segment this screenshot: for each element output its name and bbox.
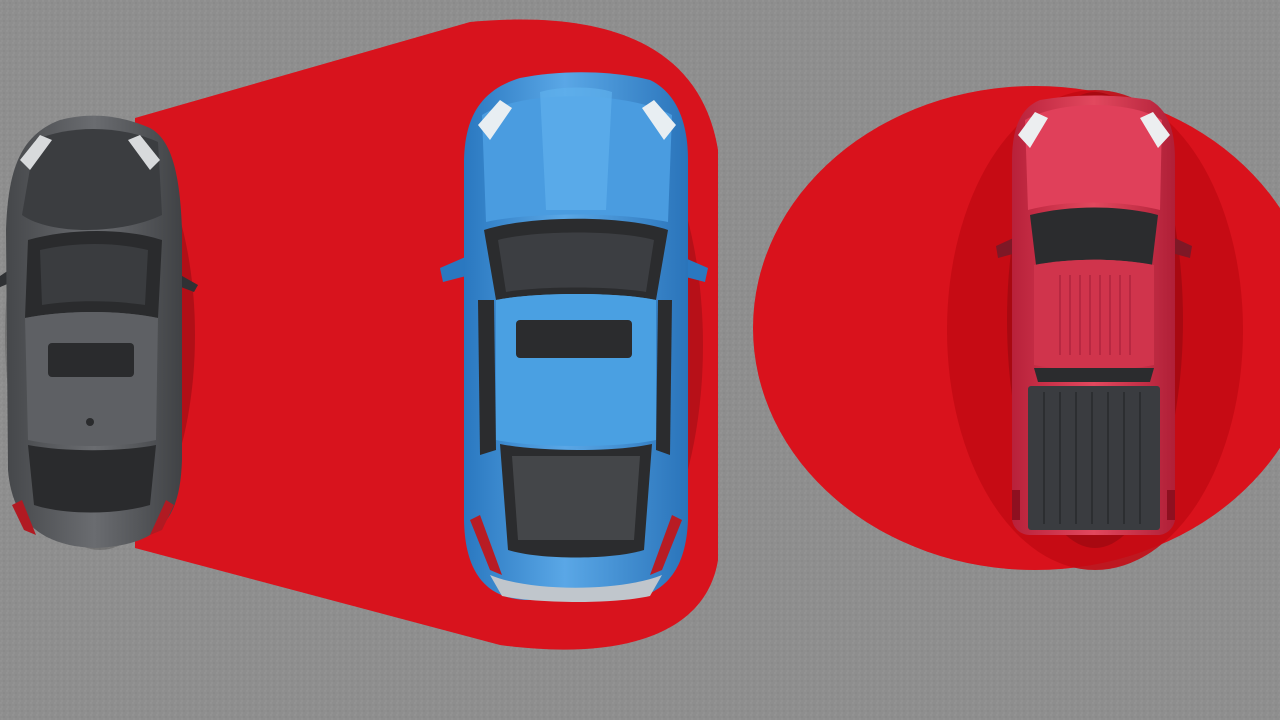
gray-coupe: [0, 115, 198, 550]
blue-suv: [440, 72, 708, 602]
red-pickup-truck: [996, 92, 1192, 548]
